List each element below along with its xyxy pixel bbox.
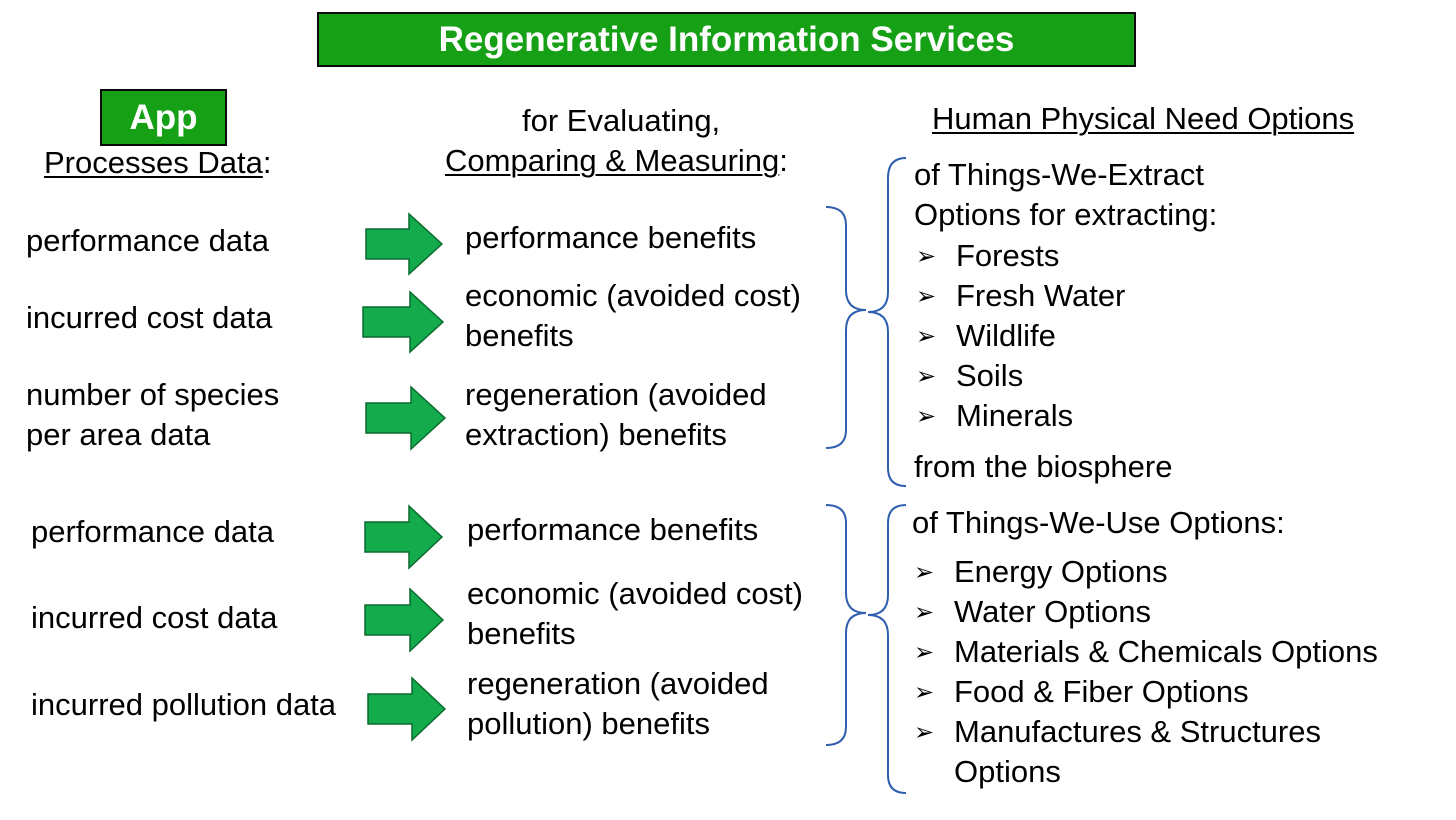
g1-arrow-cost — [362, 290, 445, 354]
bullet-arrow-icon: ➢ — [914, 718, 935, 746]
col2-heading-line2: Comparing & Measuring: — [445, 141, 788, 181]
g2-benefit-economic-l2: benefits — [467, 616, 576, 651]
g2-benefits-brace — [825, 504, 867, 746]
col1-heading: Processes Data: — [44, 143, 271, 183]
g2-arrow-cost — [364, 587, 445, 653]
g2-benefit-regeneration-l2: pollution) benefits — [467, 706, 710, 741]
g2-options-intro: of Things-We-Use Options: — [912, 505, 1285, 540]
g1-arrow-performance — [365, 212, 444, 276]
col1-heading-suffix: : — [262, 145, 272, 180]
g2-arrow-performance — [364, 504, 444, 570]
g1-benefit-economic-l1: economic (avoided cost) — [465, 278, 801, 313]
g1-options-intro-l2: Options for extracting: — [914, 197, 1218, 232]
col3-heading: Human Physical Need Options — [932, 101, 1355, 136]
g1-arrow-species — [365, 385, 447, 451]
g1-data-species-l1: number of species — [26, 377, 280, 412]
bullet-arrow-icon: ➢ — [916, 402, 937, 430]
bullet-arrow-icon: ➢ — [914, 558, 935, 586]
g1-benefits-brace — [825, 206, 867, 449]
col2-heading-suffix: : — [779, 143, 788, 178]
g2-arrow-pollution — [367, 676, 447, 742]
bullet-arrow-icon: ➢ — [914, 638, 935, 666]
g1-data-performance: performance data — [26, 223, 269, 258]
g2-data-pollution: incurred pollution data — [31, 687, 337, 722]
g2-benefit-performance: performance benefits — [467, 512, 759, 547]
g1-benefit-regeneration-l2: extraction) benefits — [465, 417, 727, 452]
g1-benefit-regeneration-l1: regeneration (avoided — [465, 377, 767, 412]
bullet-arrow-icon: ➢ — [916, 322, 937, 350]
g1-data-species-l2: per area data — [26, 417, 211, 452]
g2-benefit-regeneration-l1: regeneration (avoided — [467, 666, 769, 701]
bullet-arrow-icon: ➢ — [916, 362, 937, 390]
g2-data-cost: incurred cost data — [31, 600, 278, 635]
bullet-arrow-icon: ➢ — [916, 242, 937, 270]
g1-options-outro: from the biosphere — [914, 449, 1173, 484]
g1-benefit-economic-l2: benefits — [465, 318, 574, 353]
app-box: App — [100, 89, 227, 146]
g2-options-brace — [867, 504, 907, 794]
title-banner: Regenerative Information Services — [317, 12, 1136, 67]
bullet-arrow-icon: ➢ — [916, 282, 937, 310]
g1-benefit-performance: performance benefits — [465, 220, 757, 255]
g2-benefit-economic-l1: economic (avoided cost) — [467, 576, 803, 611]
g1-options-intro-l1: of Things-We-Extract — [914, 157, 1205, 192]
col1-heading-text: Processes Data — [44, 145, 263, 180]
g2-data-performance: performance data — [31, 514, 274, 549]
col2-heading-text: Comparing & Measuring — [445, 143, 780, 178]
bullet-arrow-icon: ➢ — [914, 598, 935, 626]
g1-options-brace — [867, 157, 907, 487]
col2-heading-line1: for Evaluating, — [522, 103, 721, 138]
bullet-arrow-icon: ➢ — [914, 678, 935, 706]
title-text: Regenerative Information Services — [438, 19, 1015, 59]
app-label: App — [129, 97, 198, 137]
g1-data-cost: incurred cost data — [26, 300, 273, 335]
g2-option-manufactures-cont: Options — [954, 754, 1061, 789]
